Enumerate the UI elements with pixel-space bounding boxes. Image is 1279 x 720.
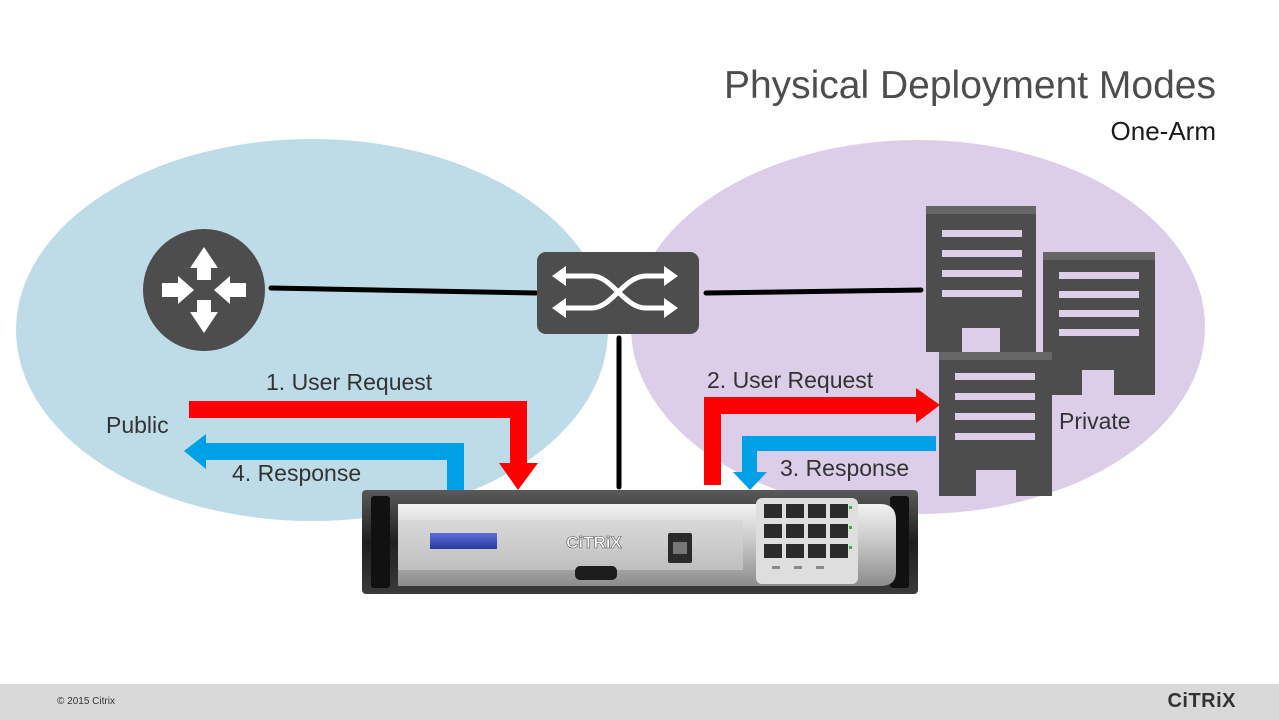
server-back-right xyxy=(1043,252,1155,395)
network-links xyxy=(268,285,924,490)
flow-3-label: 3. Response xyxy=(780,455,910,481)
server-front xyxy=(939,352,1052,496)
flow-1-label: 1. User Request xyxy=(266,369,433,395)
switch-icon xyxy=(537,252,699,334)
citrix-logo: CiTRiX xyxy=(1167,690,1236,712)
private-zone-label: Private xyxy=(1059,408,1131,434)
page-subtitle: One-Arm xyxy=(1110,116,1216,146)
flow-2-label: 2. User Request xyxy=(707,367,874,393)
public-zone xyxy=(16,139,608,521)
flow-2-arrow xyxy=(704,388,940,485)
copyright-text: © 2015 Citrix xyxy=(57,696,115,707)
switch-server-link xyxy=(703,287,924,296)
page-title: Physical Deployment Modes xyxy=(723,64,1216,107)
router-switch-link xyxy=(268,285,539,296)
flow-3-arrow xyxy=(733,436,936,490)
flow-1-arrow xyxy=(189,401,538,490)
server-back-left xyxy=(926,206,1036,352)
public-zone-label: Public xyxy=(106,412,169,438)
flow-4-arrow xyxy=(184,434,464,491)
netscaler-appliance-icon: CiTRiX xyxy=(362,490,918,594)
footer-bar: © 2015 Citrix CiTRiX xyxy=(0,684,1279,720)
server-icon xyxy=(926,206,1155,496)
appliance-brand: CiTRiX xyxy=(566,533,622,552)
flow-4-label: 4. Response xyxy=(232,460,362,486)
private-zone xyxy=(631,140,1205,514)
router-icon xyxy=(143,229,265,351)
appliance-lcd xyxy=(430,533,497,549)
